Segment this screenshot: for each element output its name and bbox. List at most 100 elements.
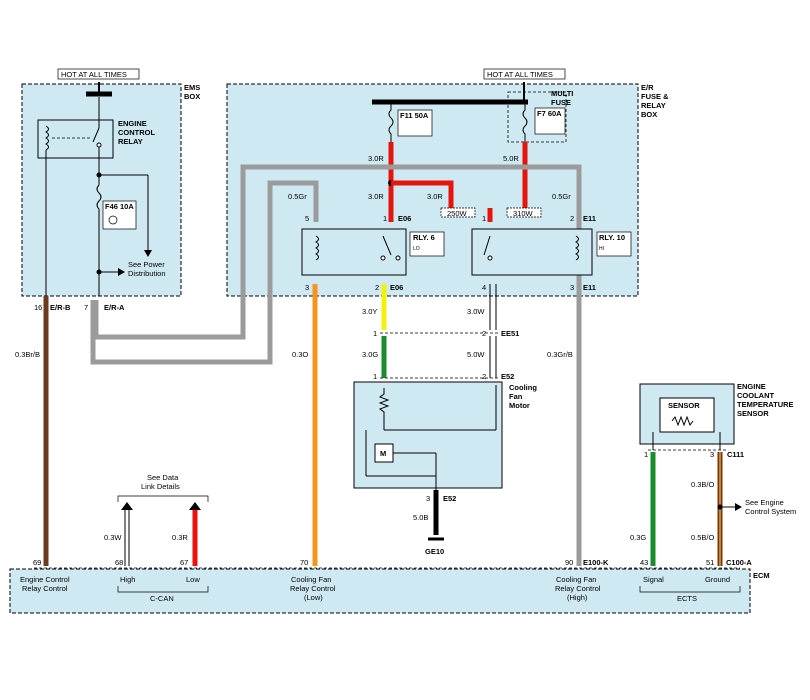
relay-10-label: RLY. 10 [599,233,625,242]
ects-label-2: COOLANT [737,391,774,400]
data-link-label-2: Link Details [141,482,180,491]
ems-box-label-2: BOX [184,92,200,101]
conn-e100k: E100-K [583,558,609,567]
engine-control-relay-box [37,119,114,159]
pin-1-c111: 1 [644,450,648,459]
relay-6-label: RLY. 6 [413,233,435,242]
motor-label-2: Fan [509,392,523,401]
pin-1-relay10: 1 [482,214,486,223]
cooling-fan-motor-box [353,381,503,489]
ecr-label-2: CONTROL [118,128,155,137]
ecm-cfl-1: Cooling Fan [291,575,331,584]
pd-arrow-head [144,250,152,257]
resistor-250w [440,207,476,218]
data-link-label-1: See Data [147,473,179,482]
pin-67: 67 [180,558,188,567]
ecm-erc-2: Relay Control [22,584,68,593]
ecm-erc-1: Engine Control [20,575,70,584]
ecr-label-3: RELAY [118,137,143,146]
pin-3-c111: 3 [710,450,714,459]
er-box-label-2: FUSE & [641,92,669,101]
ects-label-1: ENGINE [737,382,766,391]
conn-ge10: GE10 [425,547,444,556]
ccan-high-arrow [121,502,133,510]
wire-label-3Y: 3.0Y [362,307,377,316]
conn-e06-bottom: E06 [390,283,403,292]
relay-10-sublabel: HI [599,246,604,252]
wire-label-3G: 3.0G [362,350,378,359]
motor-label-1: Cooling [509,383,537,392]
conn-e06-top: E06 [398,214,411,223]
conn-c100a: C100-A [726,558,752,567]
relay-10-coil [575,235,579,261]
wire-gray-relay6 [90,180,319,365]
wire-label-03BrB: 0.3Br/B [15,350,40,359]
pin-69: 69 [33,558,41,567]
sensor-element [659,397,715,433]
ecm-box [9,568,751,614]
pin-43: 43 [640,558,648,567]
pin-3-relay10: 3 [570,283,574,292]
multi-fuse-label-1: MULTI [551,89,573,98]
resistor-310w-label: 310W [513,209,534,218]
power-dist-label-1: See Power [128,260,165,269]
hot-label-box-right [483,68,566,80]
relay-6-contact [380,255,386,261]
fuse-f7 [522,104,528,142]
relay-10-switch [483,235,491,256]
pin-2-relay6: 2 [375,283,379,292]
conn-e11-bottom: E11 [583,283,596,292]
ecm-high: High [120,575,135,584]
wire-label-05Gr-right: 0.5Gr [552,192,571,201]
ects-label-4: SENSOR [737,409,769,418]
wire-label-3W: 3.0W [467,307,485,316]
wire-label-3R-2: 3.0R [368,192,384,201]
conn-c111: C111 [727,450,744,459]
pin-2-relay10: 2 [570,214,574,223]
ecm-ground: Ground [705,575,730,584]
fuse-f7-label: F7 60A [537,109,562,118]
motor-resistor [378,388,390,420]
wire-label-03W: 0.3W [104,533,122,542]
conn-ee51: EE51 [501,329,519,338]
pin-70: 70 [300,558,308,567]
f11-label-box [397,109,433,137]
pin-51: 51 [706,558,714,567]
rly6-tag [409,231,445,257]
pin-1-relay6: 1 [383,214,387,223]
multi-fuse-label-2: FUSE [551,98,571,107]
fuse-f46 [96,175,102,219]
wire-label-03O: 0.3O [292,350,308,359]
ecm-cfh-2: Relay Control [555,584,601,593]
ecm-cfh-1: Cooling Fan [556,575,596,584]
resistor-250w-label: 250W [447,209,468,218]
ecs-arrow [735,503,742,511]
sensor-label: SENSOR [668,401,700,410]
pin-16: 16 [34,303,42,312]
sensor-thermistor [671,415,694,427]
wire-label-03BO: 0.3B/O [691,480,715,489]
conn-er-a: E/R-A [104,303,125,312]
wire-gray-relay10 [93,164,582,340]
pin-3-e52: 3 [426,494,430,503]
pin-2-e52: 2 [482,372,486,381]
pin-4-relay10: 4 [482,283,486,292]
wire-label-3R-3: 3.0R [427,192,443,201]
pin-3-relay6: 3 [305,283,309,292]
er-box-label-3: RELAY [641,101,666,110]
wire-label-5R: 5.0R [503,154,519,163]
ecr-contact [96,142,102,148]
ccan-bracket [117,586,209,593]
relay-10-contact [487,255,493,261]
pin-1-e52: 1 [373,372,377,381]
ecs-label-1: See Engine [745,498,784,507]
relay-10-box [471,228,593,276]
conn-e11-top: E11 [583,214,596,223]
fuse-f11 [388,104,394,142]
f7-label-box [534,107,566,135]
ecm-cfl-3: (Low) [304,593,323,602]
ccan-low-arrow [189,502,201,510]
ects-label-3: TEMPERATURE [737,400,794,409]
resistor-310w [506,207,542,218]
